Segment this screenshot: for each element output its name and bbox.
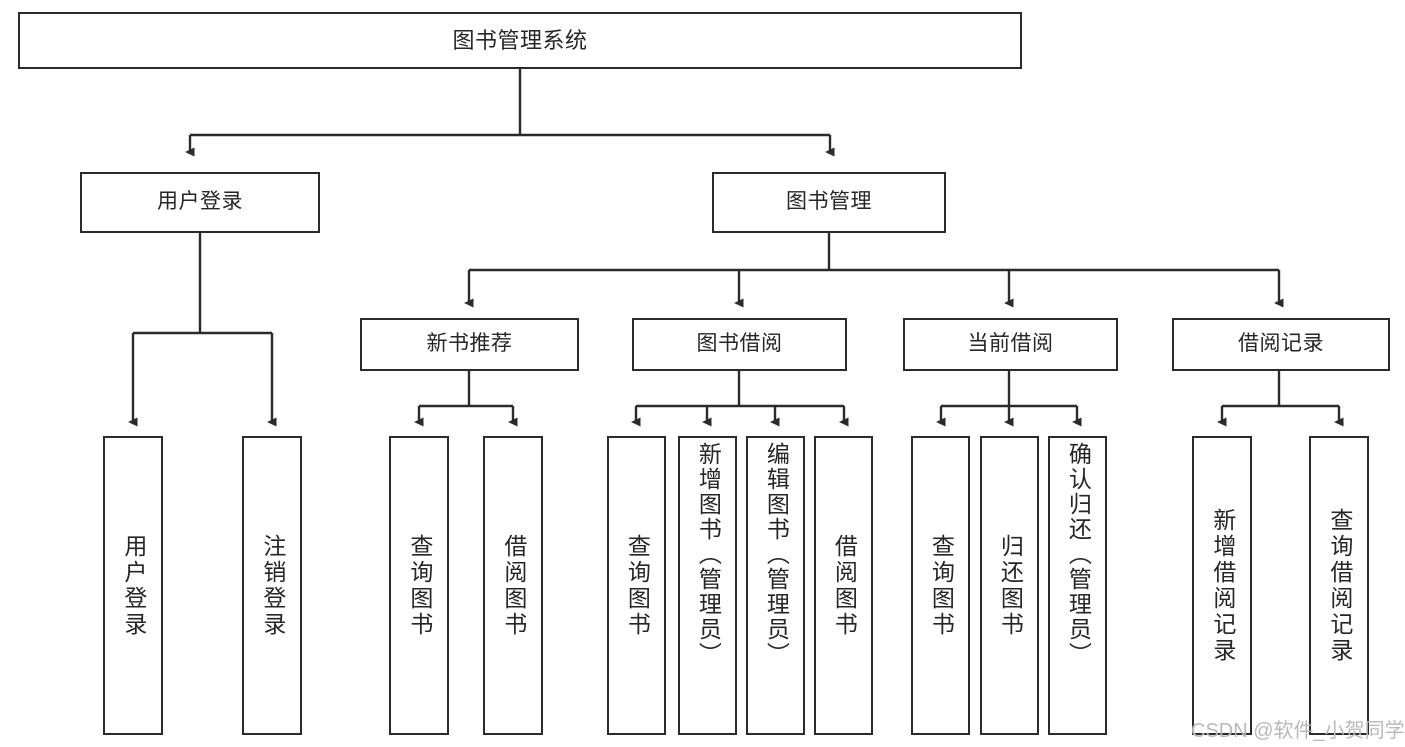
leaf-query-book-borrow[interactable]: 查询图书 xyxy=(607,436,666,735)
node-borrow-record[interactable]: 借阅记录 xyxy=(1172,318,1390,371)
csdn-watermark: CSDN @软件_小贺同学 xyxy=(1191,720,1405,742)
leaf-borrow-book-new[interactable]: 借阅图书 xyxy=(483,436,543,735)
node-book-borrow[interactable]: 图书借阅 xyxy=(632,318,847,371)
node-label: 查询借阅记录 xyxy=(1326,507,1353,664)
node-label: 用户登录 xyxy=(120,533,147,638)
leaf-logout[interactable]: 注销登录 xyxy=(242,436,302,735)
node-user-login[interactable]: 用户登录 xyxy=(80,172,320,233)
leaf-user-login[interactable]: 用户登录 xyxy=(103,436,163,735)
leaf-query-borrow-record[interactable]: 查询借阅记录 xyxy=(1309,436,1369,735)
node-label: 查询图书 xyxy=(624,533,651,638)
node-label: 编辑图书（管理员） xyxy=(763,442,790,667)
leaf-add-book-admin[interactable]: 新增图书（管理员） xyxy=(678,436,737,735)
node-label: 图书管理 xyxy=(786,190,872,214)
node-label: 借阅记录 xyxy=(1238,332,1324,356)
node-label: 查询图书 xyxy=(406,533,433,638)
node-label: 借阅图书 xyxy=(500,533,527,638)
leaf-confirm-return-admin[interactable]: 确认归还（管理员） xyxy=(1048,436,1107,735)
node-label: 归还图书 xyxy=(997,533,1024,638)
leaf-borrow-book[interactable]: 借阅图书 xyxy=(814,436,873,735)
leaf-query-book-current[interactable]: 查询图书 xyxy=(911,436,970,735)
node-label: 当前借阅 xyxy=(967,332,1054,356)
node-label: 借阅图书 xyxy=(831,533,858,638)
node-label: 用户登录 xyxy=(157,190,243,214)
node-root-book-management-system[interactable]: 图书管理系统 xyxy=(18,12,1022,69)
node-label: 确认归还（管理员） xyxy=(1065,442,1092,667)
node-label: 新书推荐 xyxy=(426,332,513,356)
node-label: 新增图书（管理员） xyxy=(695,442,722,667)
leaf-add-borrow-record[interactable]: 新增借阅记录 xyxy=(1192,436,1252,735)
node-book-management[interactable]: 图书管理 xyxy=(712,172,946,233)
node-label: 图书借阅 xyxy=(696,332,783,356)
node-new-book-recommend[interactable]: 新书推荐 xyxy=(360,318,579,371)
leaf-query-book-new[interactable]: 查询图书 xyxy=(389,436,449,735)
leaf-return-book[interactable]: 归还图书 xyxy=(980,436,1039,735)
node-current-borrow[interactable]: 当前借阅 xyxy=(903,318,1118,371)
node-label: 注销登录 xyxy=(259,533,286,638)
leaf-edit-book-admin[interactable]: 编辑图书（管理员） xyxy=(746,436,805,735)
node-label: 图书管理系统 xyxy=(452,27,588,53)
node-label: 新增借阅记录 xyxy=(1209,507,1236,664)
node-label: 查询图书 xyxy=(928,533,955,638)
